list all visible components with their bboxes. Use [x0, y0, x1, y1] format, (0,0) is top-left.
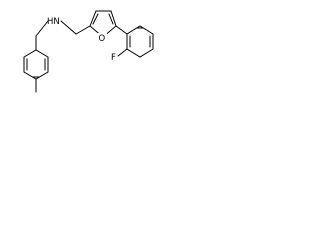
ch2-n-bond	[35, 20, 49, 37]
fluoro-bond	[117, 48, 128, 57]
furan-oxygen-label: O	[99, 34, 106, 44]
amine-nh-label: HN	[47, 17, 60, 27]
n-ch2-bond	[60, 20, 77, 35]
fluorine-label: F	[111, 53, 116, 63]
ch2-furan-bond	[75, 25, 91, 35]
methylbenzyl-ring	[23, 49, 49, 93]
molecule-diagram: HN O F	[0, 0, 160, 108]
fluorophenyl-ring	[126, 25, 154, 58]
structure-drawing: HN O F	[23, 10, 154, 93]
furan-phenyl-bond	[115, 25, 128, 35]
